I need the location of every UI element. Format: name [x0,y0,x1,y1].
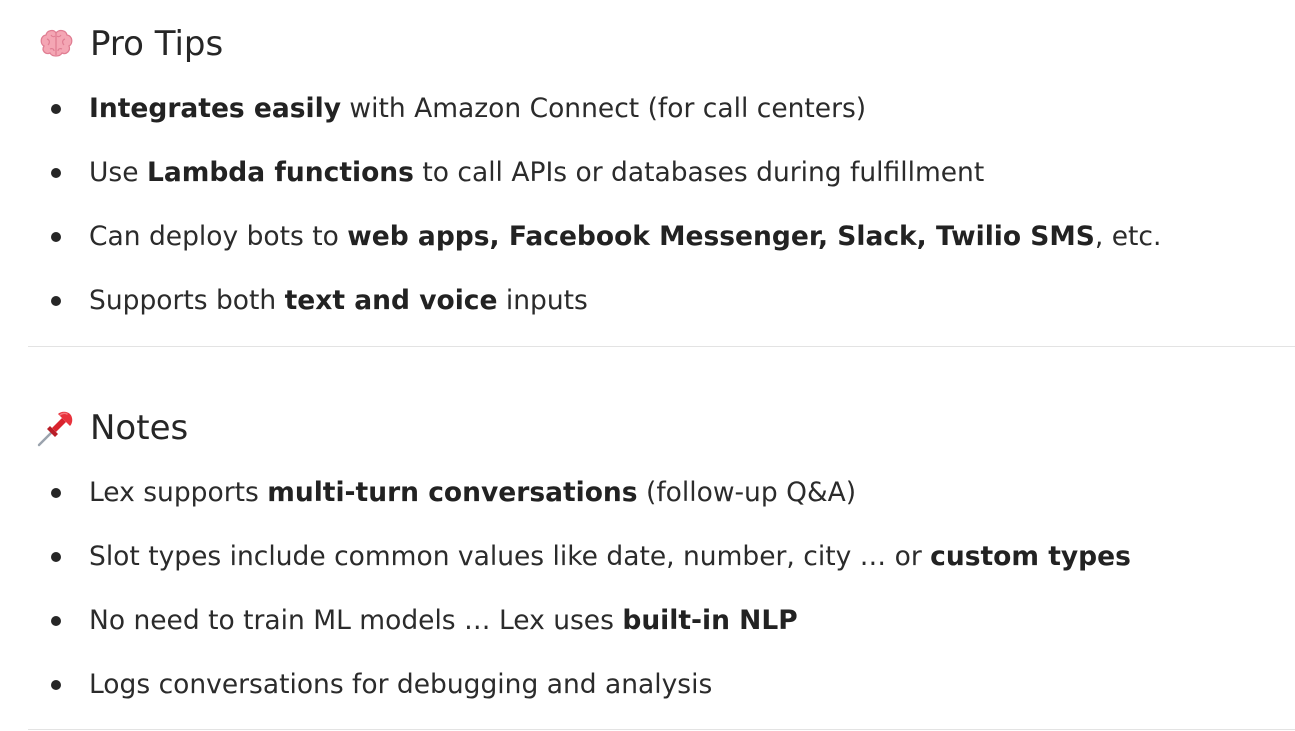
plain-text: , etc. [1094,221,1162,252]
section-divider [28,729,1295,730]
plain-text: Use [89,157,147,188]
plain-text: Slot types include common values like da… [89,541,931,572]
plain-text: No need to train ML models … Lex uses [89,605,623,636]
plain-text: with Amazon Connect (for call centers) [341,93,867,124]
pro-tips-title: Pro Tips [90,24,224,64]
pushpin-icon [36,408,76,448]
bullet-icon [51,552,61,562]
bold-text: web apps, Facebook Messenger, Slack, Twi… [347,221,1095,252]
list-item-text: Logs conversations for debugging and ana… [89,665,712,705]
list-item: Use Lambda functions to call APIs or dat… [0,153,1250,193]
plain-text: Logs conversations for debugging and ana… [89,669,713,700]
bold-text: custom types [930,541,1131,572]
plain-text: Can deploy bots to [89,221,348,252]
bullet-icon [51,296,61,306]
bullet-icon [51,680,61,690]
list-item-text: Supports both text and voice inputs [89,281,588,321]
bullet-icon [51,616,61,626]
list-item-text: No need to train ML models … Lex uses bu… [89,601,798,641]
notes-heading: Notes [36,405,188,451]
list-item: Lex supports multi-turn conversations (f… [0,473,1250,513]
list-item: Integrates easily with Amazon Connect (f… [0,89,1250,129]
plain-text: inputs [497,285,588,316]
list-item-text: Slot types include common values like da… [89,537,1131,577]
list-item-text: Lex supports multi-turn conversations (f… [89,473,856,513]
bullet-icon [51,232,61,242]
list-item-text: Use Lambda functions to call APIs or dat… [89,153,984,193]
list-item: Logs conversations for debugging and ana… [0,665,1250,705]
bold-text: Integrates easily [89,93,341,124]
section-divider [28,346,1295,347]
list-item: Supports both text and voice inputs [0,281,1250,321]
list-item: Slot types include common values like da… [0,537,1250,577]
bold-text: built-in NLP [622,605,798,636]
list-item-text: Integrates easily with Amazon Connect (f… [89,89,866,129]
bold-text: Lambda functions [146,157,414,188]
bullet-icon [51,168,61,178]
plain-text: to call APIs or databases during fulfill… [413,157,985,188]
list-item: Can deploy bots to web apps, Facebook Me… [0,217,1250,257]
bold-text: text and voice [284,285,498,316]
list-item-text: Can deploy bots to web apps, Facebook Me… [89,217,1161,257]
list-item: No need to train ML models … Lex uses bu… [0,601,1250,641]
bullet-icon [51,104,61,114]
pro-tips-heading: Pro Tips [36,21,223,67]
plain-text: Supports both [89,285,285,316]
notes-title: Notes [90,408,189,448]
brain-icon [36,24,76,64]
plain-text: (follow-up Q&A) [637,477,857,508]
bold-text: multi-turn conversations [267,477,638,508]
bullet-icon [51,488,61,498]
plain-text: Lex supports [89,477,268,508]
